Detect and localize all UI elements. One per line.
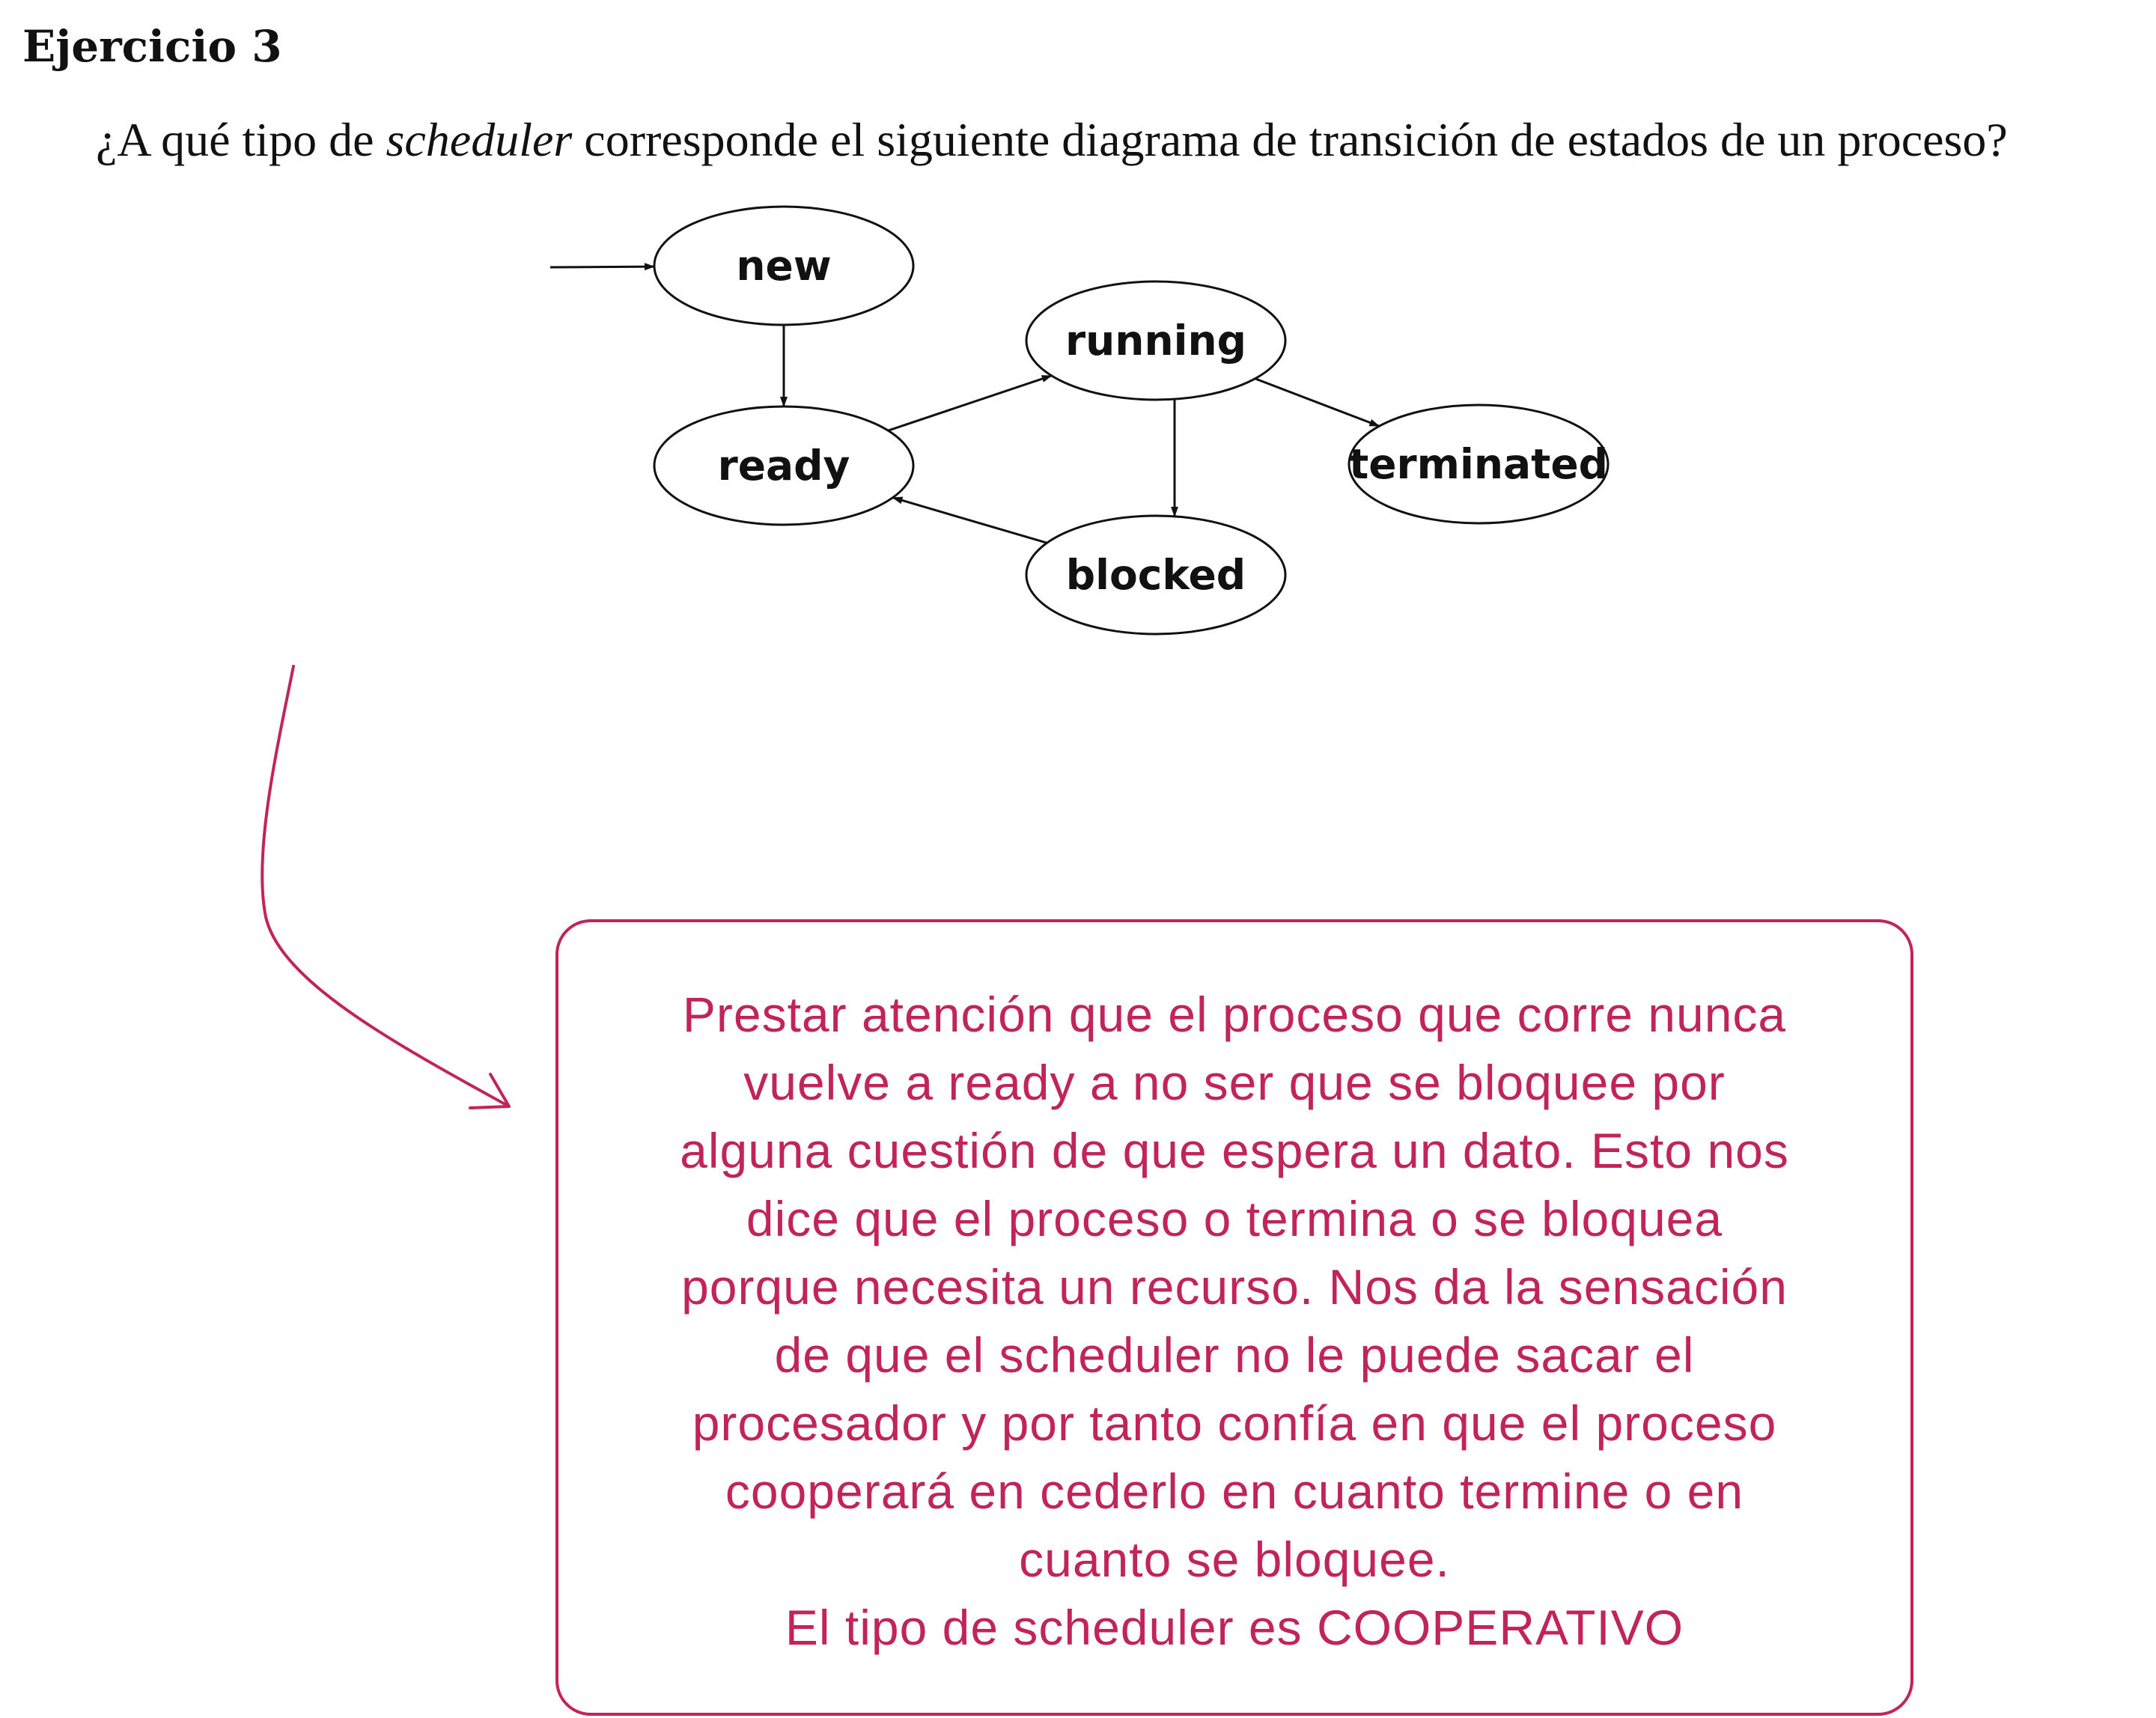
state-label-new: new (736, 242, 831, 290)
edge-running-to-terminated (1255, 377, 1380, 427)
state-label-ready: ready (718, 442, 850, 490)
state-label-running: running (1065, 317, 1246, 365)
state-ellipse-blocked (1025, 514, 1287, 636)
exercise-heading: Ejercicio 3 (22, 21, 282, 72)
state-node-blocked: blocked (1025, 514, 1287, 636)
diagram-nodes: new running ready terminated blocked (653, 205, 1610, 636)
state-label-blocked: blocked (1066, 551, 1246, 599)
annotation-line: Prestar atención que el proceso que corr… (683, 987, 1786, 1042)
annotation-line: de que el scheduler no le puede sacar el (775, 1327, 1695, 1383)
annotation-line: vuelve a ready a no ser que se bloquee p… (743, 1055, 1726, 1110)
annotation-arrow-head (469, 1073, 511, 1109)
state-ellipse-terminated (1348, 403, 1610, 525)
edge-blocked-to-ready (892, 496, 1047, 544)
question-text-start: ¿A qué tipo de (96, 113, 386, 166)
annotation-line: porque necesita un recurso. Nos da la se… (681, 1259, 1788, 1315)
exercise-question: ¿A qué tipo de scheduler corresponde el … (96, 112, 2008, 168)
state-node-ready: ready (653, 405, 915, 526)
state-node-terminated: terminated (1348, 403, 1610, 525)
state-ellipse-running (1025, 280, 1287, 401)
state-ellipse-new (653, 205, 915, 326)
edge-start-to-new (549, 263, 656, 271)
edge-ready-to-running (887, 374, 1053, 432)
annotation-line: El tipo de scheduler es COOPERATIVO (785, 1600, 1684, 1655)
state-ellipse-ready (653, 405, 915, 526)
annotation-line: cuanto se bloquee. (1019, 1532, 1450, 1587)
annotation-line: dice que el proceso o termina o se bloqu… (746, 1191, 1723, 1246)
question-emphasis: scheduler (386, 113, 573, 166)
state-node-running: running (1025, 280, 1287, 401)
annotation-line: cooperará en cederlo en cuanto termine o… (725, 1463, 1744, 1519)
state-node-new: new (653, 205, 915, 326)
annotation-arrow (261, 665, 511, 1108)
diagram-edges (549, 263, 1380, 544)
annotation-box (555, 919, 1913, 1716)
annotation-line: alguna cuestión de que espera un dato. E… (680, 1123, 1789, 1178)
question-text-end: corresponde el siguiente diagrama de tra… (572, 113, 2008, 166)
annotation-line: procesador y por tanto confía en que el … (692, 1395, 1777, 1451)
annotation-note: Prestar atención que el proceso que corr… (680, 987, 1789, 1655)
state-label-terminated: terminated (1349, 440, 1608, 488)
